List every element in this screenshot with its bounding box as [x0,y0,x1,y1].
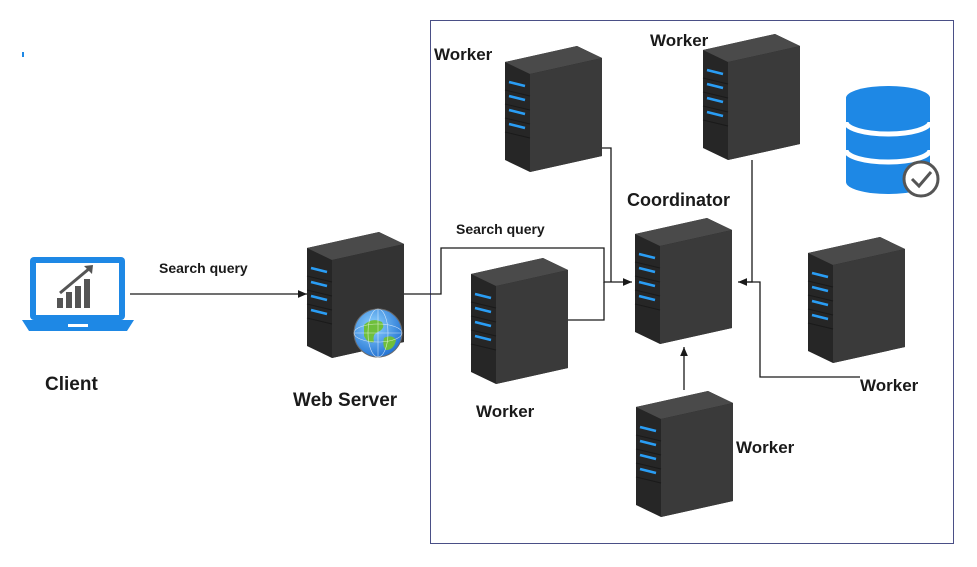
database-check-icon [843,86,940,198]
edge-web-coordinator [402,247,632,295]
coordinator-server-icon [634,218,732,344]
worker-label: Worker [434,45,493,64]
edge-label-web-cluster: Search query [456,221,545,237]
cluster-boundary [430,20,954,544]
worker-server-icon [470,258,568,384]
connectors [130,147,860,390]
worker-server-icon [807,237,905,363]
client-label: Client [45,374,98,395]
edge-worker4-coordinator [745,281,860,378]
edge-worker1-coordinator [570,147,612,282]
edge-worker2-coordinator [568,282,605,321]
laptop-chart-icon [22,257,134,331]
worker-label: Worker [736,438,795,457]
worker-server-icon [635,391,733,517]
globe-icon [353,308,403,358]
worker-label: Worker [650,31,709,50]
worker-server-icon [504,46,602,172]
stray-mark [22,52,24,57]
coordinator-label: Coordinator [627,190,730,210]
worker-label: Worker [476,402,535,421]
edge-label-client-web: Search query [159,260,248,276]
worker-server-icon [702,34,800,160]
edge-worker3-coordinator [738,160,753,286]
web-server-label: Web Server [293,390,398,411]
worker-label: Worker [860,376,919,395]
